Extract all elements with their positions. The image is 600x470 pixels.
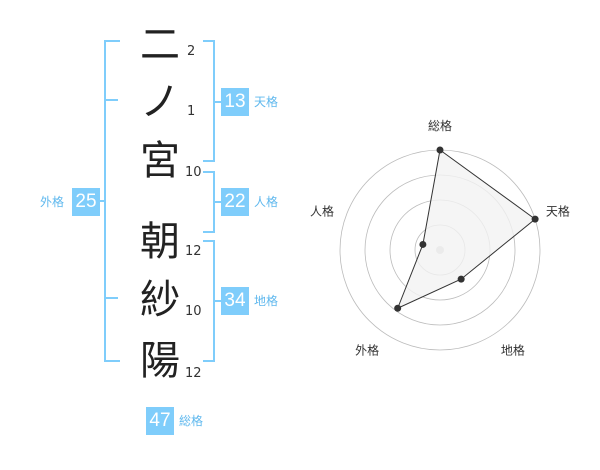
tenkaku-connector bbox=[213, 101, 221, 103]
gaikaku-connector bbox=[100, 200, 105, 202]
stroke-count-5: 10 bbox=[185, 304, 202, 319]
radar-point-3 bbox=[457, 275, 465, 283]
jinkaku-connector bbox=[213, 201, 221, 203]
chikaku-label: 地格 bbox=[254, 294, 279, 308]
tenkaku-badge: 13 bbox=[221, 88, 249, 116]
stroke-count-4: 12 bbox=[185, 244, 202, 259]
name-char-3: 宮 bbox=[140, 138, 180, 184]
tenkaku-label: 天格 bbox=[254, 95, 279, 109]
gaikaku-badge: 25 bbox=[72, 188, 100, 216]
gaikaku-label: 外格 bbox=[40, 195, 65, 209]
radar-axis-label-3: 地格 bbox=[501, 342, 525, 357]
name-char-1: 二 bbox=[140, 22, 180, 68]
soukaku-badge: 47 bbox=[146, 407, 174, 435]
gaikaku-bracket bbox=[104, 40, 120, 362]
soukaku-label: 総格 bbox=[179, 414, 204, 428]
radar-point-5 bbox=[419, 240, 427, 248]
radar-data-polygon bbox=[396, 149, 536, 310]
jinkaku-label: 人格 bbox=[254, 195, 279, 209]
stroke-count-3: 10 bbox=[185, 165, 202, 180]
chikaku-badge: 34 bbox=[221, 287, 249, 315]
radar-point-2 bbox=[531, 215, 539, 223]
radar-axis-label-4: 外格 bbox=[355, 342, 379, 357]
gaikaku-tick-2 bbox=[104, 297, 118, 299]
radar-point-4 bbox=[394, 304, 402, 312]
name-char-4: 朝 bbox=[140, 219, 180, 265]
radar-point-1 bbox=[436, 146, 444, 154]
name-char-2: ノ bbox=[140, 79, 180, 125]
jinkaku-badge: 22 bbox=[221, 188, 249, 216]
stroke-count-1: 2 bbox=[187, 44, 196, 59]
name-char-6: 陽 bbox=[140, 338, 180, 384]
radar-axis-label-2: 天格 bbox=[546, 204, 570, 219]
stroke-count-2: 1 bbox=[187, 104, 196, 119]
gaikaku-tick-1 bbox=[104, 99, 118, 101]
stroke-count-6: 12 bbox=[185, 366, 202, 381]
radar-axis-label-1: 総格 bbox=[428, 118, 452, 133]
name-char-5: 紗 bbox=[140, 277, 180, 323]
radar-axis-label-5: 人格 bbox=[310, 204, 334, 219]
chikaku-connector bbox=[213, 300, 221, 302]
